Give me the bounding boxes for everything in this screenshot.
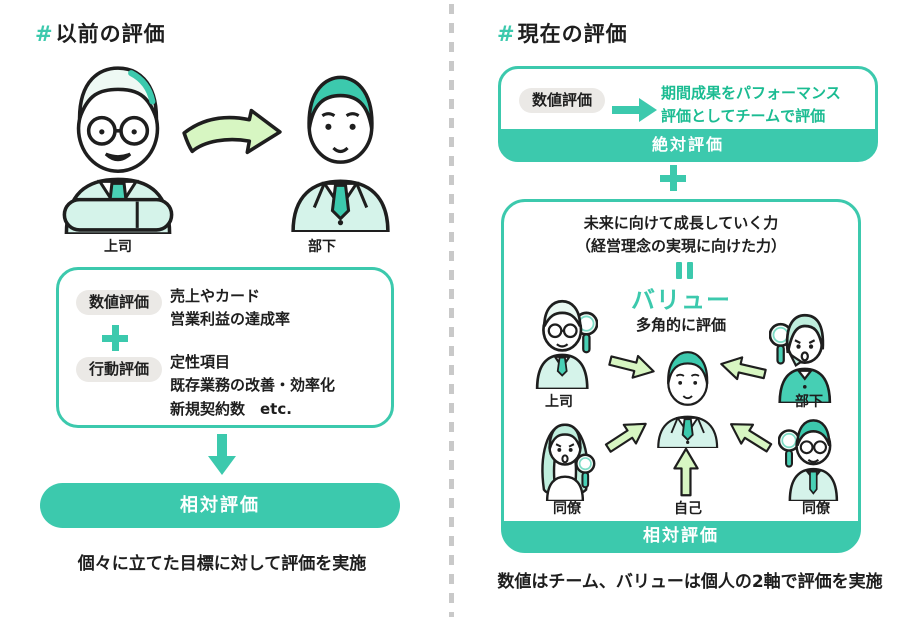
curved-arrow-icon [182, 108, 282, 155]
relative-eval-footer: 相対評価 [503, 521, 859, 551]
mini-peer-right-illustration [778, 419, 839, 501]
value-heading-line2: （経営理念の実現に向けた力） [575, 237, 786, 255]
mini-peer-left-illustration [541, 423, 596, 501]
down-arrow-icon [208, 434, 236, 475]
arrow-self-up-icon [673, 447, 699, 497]
subordinate-label: 部下 [308, 239, 336, 255]
numeric-eval-pill: 数値評価 [76, 290, 163, 315]
boss-label: 上司 [104, 239, 132, 255]
arrow-boss-to-self-icon [608, 354, 655, 379]
absolute-eval-text: 期間成果をパフォーマンス 評価としてチームで評価 [661, 84, 841, 126]
mini-peer-right-label: 同僚 [802, 501, 830, 517]
right-caption: 数値はチーム、バリューは個人の2軸で評価を実施 [497, 572, 883, 592]
value-subtitle: 多角的に評価 [635, 316, 726, 334]
left-relative-eval-banner: 相対評価 [40, 483, 400, 528]
right-panel-title: #現在の評価 [497, 18, 628, 48]
mini-subordinate-label: 部下 [795, 394, 823, 410]
left-title-text: 以前の評価 [55, 22, 166, 46]
right-title-text: 現在の評価 [517, 22, 628, 46]
behavior-eval-text: 定性項目 既存業務の改善・効率化 新規契約数 etc. [170, 353, 336, 418]
equals-icon [676, 262, 693, 279]
value-heading-line1: 未来に向けて成長していく力 [583, 214, 779, 232]
self-illustration [657, 351, 719, 448]
plus-icon [660, 165, 688, 193]
mini-boss-illustration [535, 299, 598, 389]
arrow-subordinate-to-self-icon [720, 356, 767, 381]
value-word: バリュー [631, 286, 731, 314]
mini-peer-left-label: 同僚 [553, 501, 581, 517]
dashed-divider [449, 4, 454, 617]
hash-icon: # [35, 22, 54, 46]
plus-icon [102, 325, 128, 351]
left-panel-title: #以前の評価 [35, 18, 166, 48]
numeric-eval-pill: 数値評価 [519, 88, 606, 113]
mini-boss-label: 上司 [545, 394, 573, 410]
old-evaluation-box: 数値評価 売上やカード 営業利益の達成率 行動評価 定性項目 既存業務の改善・効… [56, 267, 394, 428]
absolute-eval-footer: 絶対評価 [500, 129, 876, 160]
self-label: 自己 [674, 501, 702, 517]
arrow-peer-right-to-self-icon [730, 423, 773, 453]
value-evaluation-box: 未来に向けて成長していく力 （経営理念の実現に向けた力） バリュー 多角的に評価… [501, 199, 861, 553]
left-caption: 個々に立てた目標に対して評価を実施 [77, 554, 367, 574]
behavior-eval-pill: 行動評価 [76, 357, 163, 382]
hash-icon: # [497, 22, 516, 46]
right-arrow-icon [612, 98, 657, 122]
mini-subordinate-illustration [769, 313, 832, 403]
subordinate-illustration [291, 75, 390, 232]
boss-illustration [62, 66, 174, 234]
arrow-peer-left-to-self-icon [604, 422, 647, 453]
absolute-evaluation-box: 数値評価 期間成果をパフォーマンス 評価としてチームで評価 絶対評価 [498, 66, 878, 162]
numeric-eval-text: 売上やカード 営業利益の達成率 [170, 287, 291, 329]
